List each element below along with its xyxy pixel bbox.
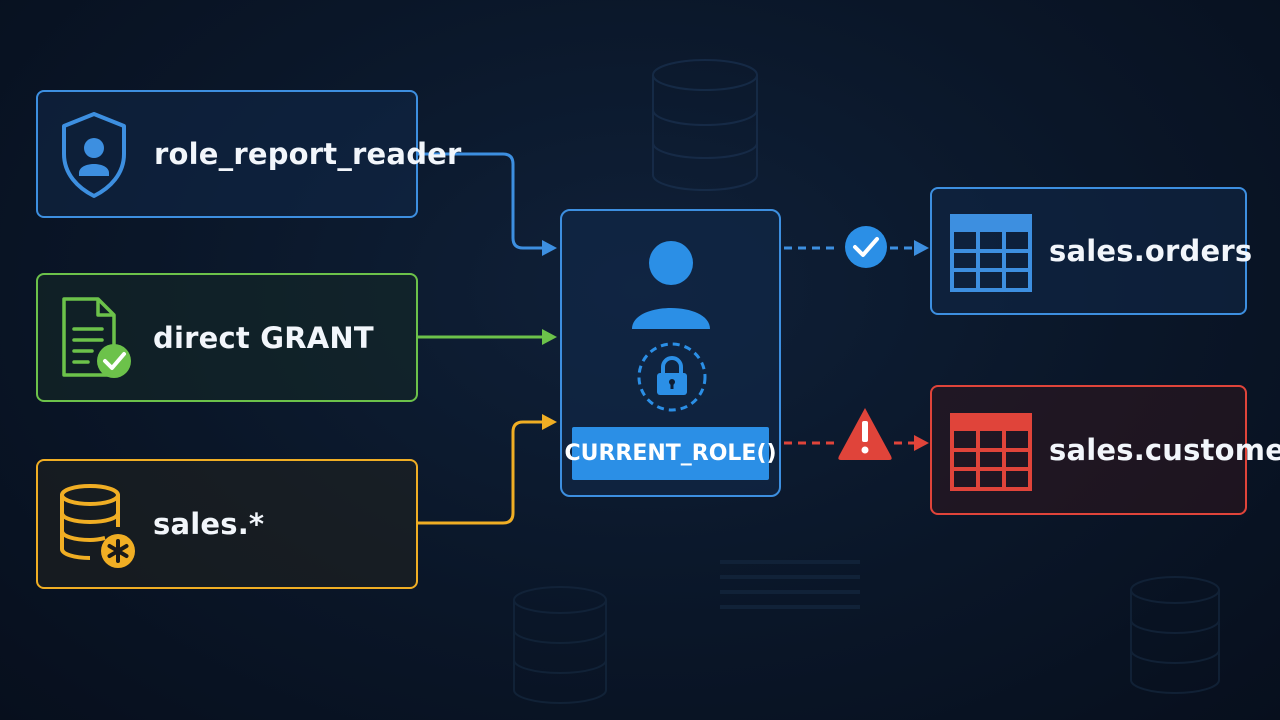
database-icon	[652, 59, 758, 191]
database-wildcard-icon	[60, 484, 135, 568]
source-role-label: role_report_reader	[154, 137, 462, 171]
lock-icon	[637, 342, 707, 412]
connector-grant-to-center	[418, 329, 557, 345]
check-circle-icon	[845, 226, 887, 268]
target-orders-box: sales.orders	[930, 187, 1252, 315]
connector-center-to-customers	[784, 435, 929, 451]
source-grant-box: direct GRANT	[36, 273, 418, 402]
source-grant-label: direct GRANT	[153, 320, 374, 355]
database-icon	[513, 586, 607, 704]
source-role-box: role_report_reader	[36, 90, 461, 218]
connector-schema-to-center	[418, 414, 557, 525]
target-orders-label: sales.orders	[1049, 234, 1253, 268]
warning-triangle-icon	[838, 408, 892, 460]
database-icon	[1130, 576, 1220, 694]
table-icon	[950, 214, 1032, 292]
source-schema-label: sales.*	[153, 507, 265, 541]
user-icon	[632, 241, 710, 329]
current-role-function-label: CURRENT_ROLE()	[564, 427, 777, 480]
table-icon	[950, 413, 1032, 491]
source-schema-box: sales.*	[36, 459, 418, 589]
target-customers-label: sales.customers	[1049, 433, 1280, 467]
connector-center-to-orders	[784, 240, 929, 256]
shield-user-icon	[62, 112, 126, 198]
document-check-icon	[62, 297, 131, 378]
connector-role-to-center	[418, 152, 557, 256]
target-customers-box: sales.customers	[930, 385, 1280, 515]
